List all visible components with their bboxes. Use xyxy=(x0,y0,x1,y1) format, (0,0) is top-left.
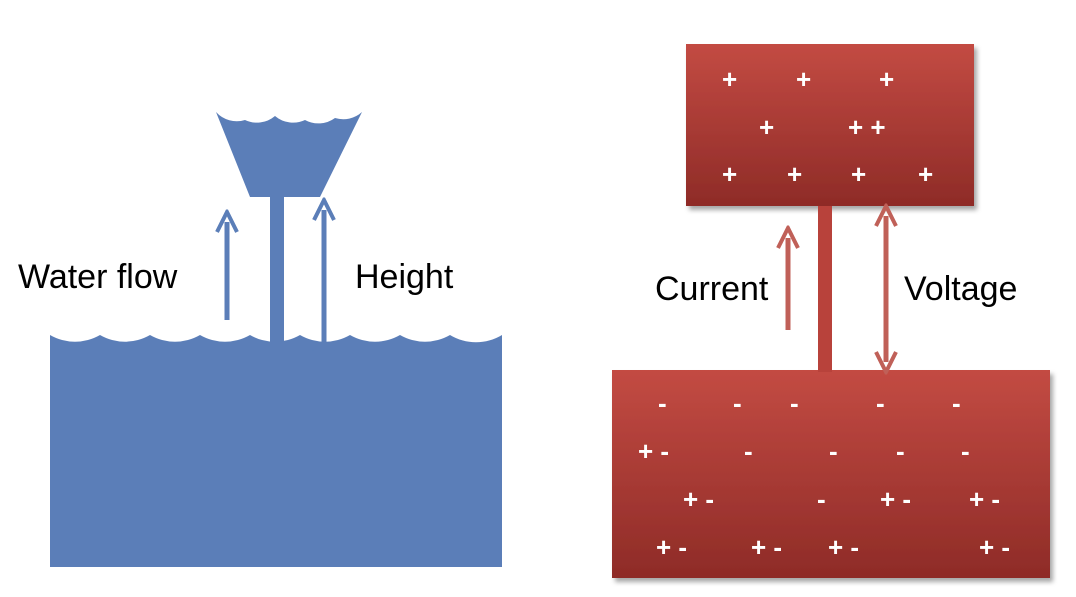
charge-symbol: + xyxy=(759,112,774,142)
charge-symbol: + xyxy=(796,64,811,94)
charge-symbol: + xyxy=(879,64,894,94)
charge-symbol: + - xyxy=(638,436,669,466)
charge-symbol: - xyxy=(790,388,799,418)
charge-symbol: + - xyxy=(828,532,859,562)
charge-symbol: + - xyxy=(683,484,714,514)
charge-symbol: + xyxy=(918,159,933,189)
height-label: Height xyxy=(355,258,454,296)
charge-symbol: + - xyxy=(969,484,1000,514)
charge-symbol: + xyxy=(722,159,737,189)
electric-analogy: Current Voltage + + + + + + + + + + - - … xyxy=(612,44,1050,578)
charge-symbol: - xyxy=(658,388,667,418)
charge-symbol: + - xyxy=(880,484,911,514)
bottom-box-charges: - - - - - + - - - - - + - - + - + - + - … xyxy=(638,388,1010,562)
charge-symbol: - xyxy=(952,388,961,418)
current-label: Current xyxy=(655,270,769,308)
charge-symbol: + xyxy=(851,159,866,189)
charge-symbol: - xyxy=(733,388,742,418)
water-analogy: Water flow Height xyxy=(18,112,502,567)
water-flow-label: Water flow xyxy=(18,258,178,296)
water-pipe xyxy=(270,196,284,366)
charge-symbol: - xyxy=(961,436,970,466)
mixed-charge-box xyxy=(612,370,1050,578)
charge-symbol: + - xyxy=(979,532,1010,562)
charge-symbol: + - xyxy=(656,532,687,562)
upper-water-tank xyxy=(216,112,362,197)
top-box-charges: + + + + + + + + + + xyxy=(722,64,933,189)
charge-symbol: + + xyxy=(848,112,886,142)
positive-charge-box xyxy=(686,44,974,206)
charge-symbol: + xyxy=(787,159,802,189)
electric-wire xyxy=(818,206,832,372)
charge-symbol: - xyxy=(817,484,826,514)
charge-symbol: - xyxy=(896,436,905,466)
charge-symbol: - xyxy=(744,436,753,466)
charge-symbol: + xyxy=(722,64,737,94)
charge-symbol: + - xyxy=(751,532,782,562)
charge-symbol: - xyxy=(876,388,885,418)
voltage-label: Voltage xyxy=(904,270,1017,308)
lower-water-reservoir xyxy=(50,335,502,567)
charge-symbol: - xyxy=(829,436,838,466)
